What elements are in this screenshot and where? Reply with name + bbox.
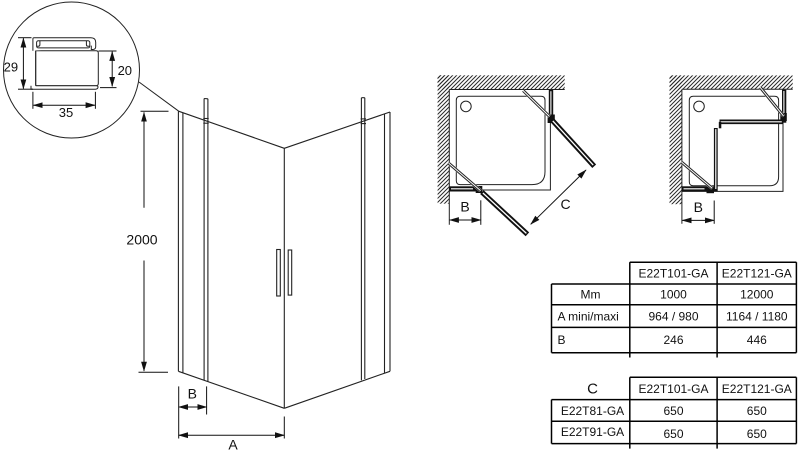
svg-text:E22T81-GA: E22T81-GA	[561, 404, 624, 418]
svg-text:B: B	[694, 199, 703, 215]
svg-text:E22T101-GA: E22T101-GA	[638, 382, 708, 396]
svg-text:446: 446	[747, 333, 767, 347]
svg-text:B: B	[460, 199, 469, 215]
svg-text:29: 29	[4, 59, 18, 74]
svg-text:B: B	[558, 333, 566, 347]
svg-text:35: 35	[59, 105, 73, 120]
svg-text:650: 650	[663, 404, 683, 418]
svg-text:E22T91-GA: E22T91-GA	[561, 425, 624, 439]
svg-text:20: 20	[118, 63, 132, 78]
svg-text:C: C	[587, 380, 598, 397]
svg-text:650: 650	[663, 427, 683, 441]
svg-text:C: C	[560, 196, 570, 212]
svg-text:Mm: Mm	[581, 288, 601, 302]
svg-text:2000: 2000	[126, 231, 157, 247]
svg-text:1164 / 1180: 1164 / 1180	[726, 309, 788, 323]
svg-text:A mini/maxi: A mini/maxi	[558, 309, 619, 323]
svg-text:12000: 12000	[740, 288, 774, 302]
svg-text:B: B	[188, 385, 197, 401]
svg-text:650: 650	[747, 404, 767, 418]
svg-text:1000: 1000	[660, 288, 687, 302]
svg-text:E22T121-GA: E22T121-GA	[722, 266, 792, 280]
svg-text:650: 650	[747, 427, 767, 441]
svg-text:A: A	[228, 436, 238, 452]
svg-text:E22T121-GA: E22T121-GA	[722, 382, 792, 396]
svg-text:246: 246	[663, 333, 683, 347]
svg-text:964 / 980: 964 / 980	[648, 309, 698, 323]
svg-text:E22T101-GA: E22T101-GA	[638, 266, 708, 280]
